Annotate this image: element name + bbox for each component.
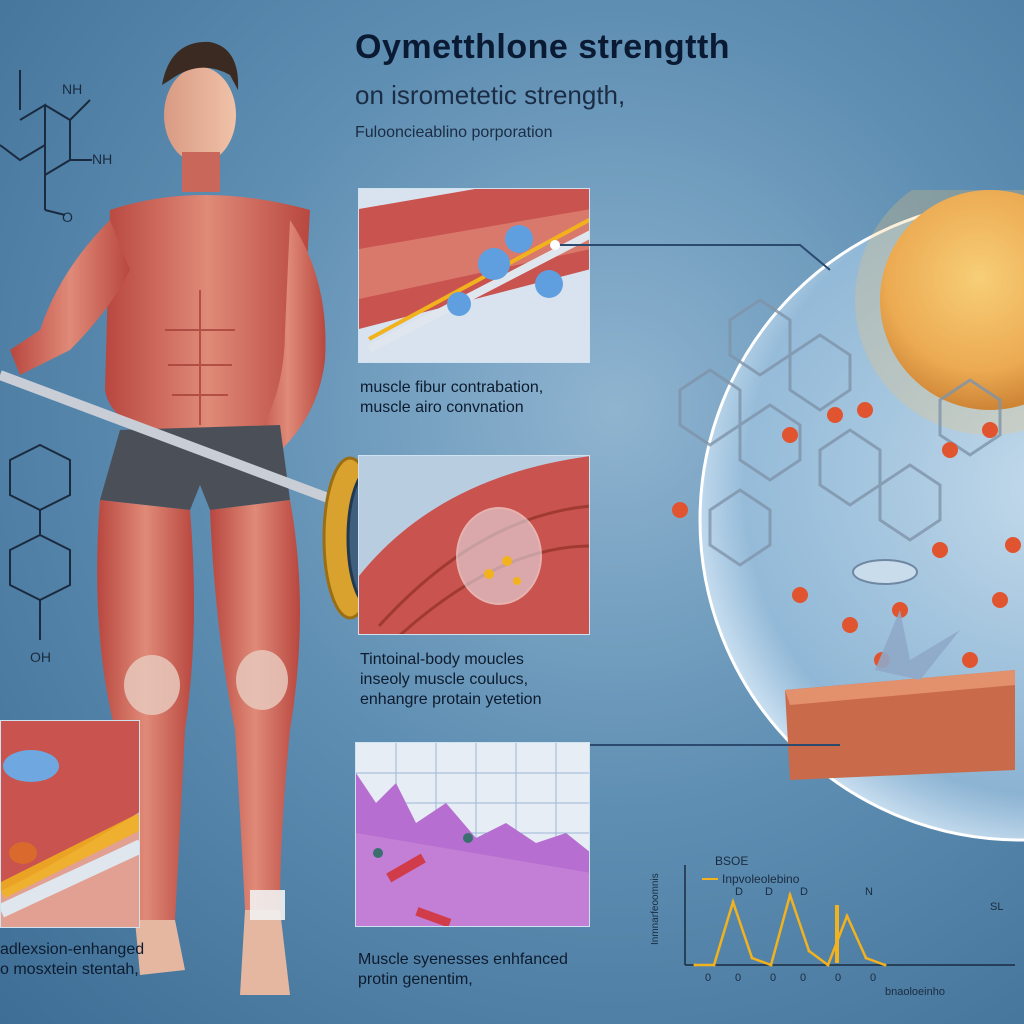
- athlete-head: [164, 67, 236, 163]
- caption-line: muscle fibur contrabation,: [360, 379, 544, 396]
- chart-legend-label: Inpvoleolebino: [722, 872, 800, 886]
- chart-marker-bar: [835, 905, 839, 963]
- chart-point: [769, 963, 773, 967]
- chart-point: [712, 963, 716, 967]
- chart-point: [864, 956, 868, 960]
- molecule-structure-top: NH NH O: [0, 70, 112, 225]
- chart-bottom-tick-label: 0: [870, 972, 876, 984]
- athlete-left-arm: [10, 220, 130, 375]
- caption-line: Muscle syenesses enhfanced: [358, 951, 568, 968]
- caption-line: o mosxtein stentah,: [0, 961, 139, 978]
- connector-lines: [550, 240, 840, 746]
- panel-muscle-fiber: [358, 188, 590, 363]
- chart-point: [693, 963, 697, 967]
- chart-side-label: SL: [990, 901, 1003, 913]
- panel-tissue: [355, 742, 590, 927]
- panel-muscle-closeup: [358, 455, 590, 635]
- chart-point: [845, 914, 849, 918]
- caption-line: inseoly muscle coulucs,: [360, 671, 529, 688]
- chart-point: [750, 956, 754, 960]
- caption-line: protin genentim,: [358, 971, 473, 988]
- panel-tissue-caption: Muscle syenesses enhfanced protin genent…: [358, 950, 568, 990]
- chart-bottom-tick-label: 0: [735, 972, 741, 984]
- athlete-hair: [162, 41, 239, 90]
- chart-title: BSOE: [715, 854, 748, 868]
- athlete-torso: [105, 195, 310, 430]
- chart-point: [731, 900, 735, 904]
- molecule-label-oh: OH: [30, 649, 51, 665]
- chart-point: [788, 893, 792, 897]
- molecule-label-o: O: [62, 209, 73, 225]
- chart-x-label: bnaoloeinho: [885, 986, 945, 998]
- chart-point: [883, 963, 887, 967]
- athlete-figure: [0, 41, 360, 995]
- chart-top-tick-label: D: [735, 886, 743, 898]
- page-tagline: Fulooncieablino porporation: [355, 124, 553, 141]
- chart-top-tick-label: D: [800, 886, 808, 898]
- chart-y-label: Inmnarfeoomnis: [650, 873, 661, 945]
- caption-line: enhangre protain yetetion: [360, 691, 542, 708]
- caption-line: adlexsion-enhanged: [0, 941, 145, 958]
- cell-sphere: [672, 190, 1024, 842]
- molecule-structure-bottom: OH: [9, 443, 71, 665]
- panel-bottom-left-caption: adlexsion-enhanged o mosxtein stentah,: [0, 940, 144, 980]
- chart-bottom-tick-label: 0: [800, 972, 806, 984]
- caption-line: muscle airo convnation: [360, 399, 524, 416]
- molecule-label-nh-2: NH: [92, 151, 112, 167]
- page-title: Oymetthlone strengtth: [355, 28, 731, 66]
- chart-point: [807, 949, 811, 953]
- panel-muscle-closeup-caption: Tintoinal-body moucles inseoly muscle co…: [360, 650, 541, 710]
- athlete-shorts: [100, 425, 290, 510]
- chart-bottom-tick-label: 0: [835, 972, 841, 984]
- chart-series-line: [695, 890, 886, 967]
- chart-top-tick-label: N: [865, 886, 873, 898]
- page-subtitle: on isrometetic strength,: [355, 80, 626, 110]
- caption-line: Tintoinal-body moucles: [360, 651, 524, 668]
- panel-muscle-fiber-caption: muscle fibur contrabation, muscle airo c…: [360, 378, 543, 418]
- chart-point: [826, 963, 830, 967]
- chart-bottom-tick-label: 0: [770, 972, 776, 984]
- athlete-right-arm: [250, 220, 326, 460]
- molecule-label-nh-1: NH: [62, 81, 82, 97]
- chart-bottom-tick-label: 0: [705, 972, 711, 984]
- chart-top-tick-label: D: [765, 886, 773, 898]
- line-chart: BSOE Inpvoleolebino Inmnarfeoomnis D D D N 0 0 0 0…: [650, 854, 1015, 998]
- panel-bottom-left: [0, 720, 140, 928]
